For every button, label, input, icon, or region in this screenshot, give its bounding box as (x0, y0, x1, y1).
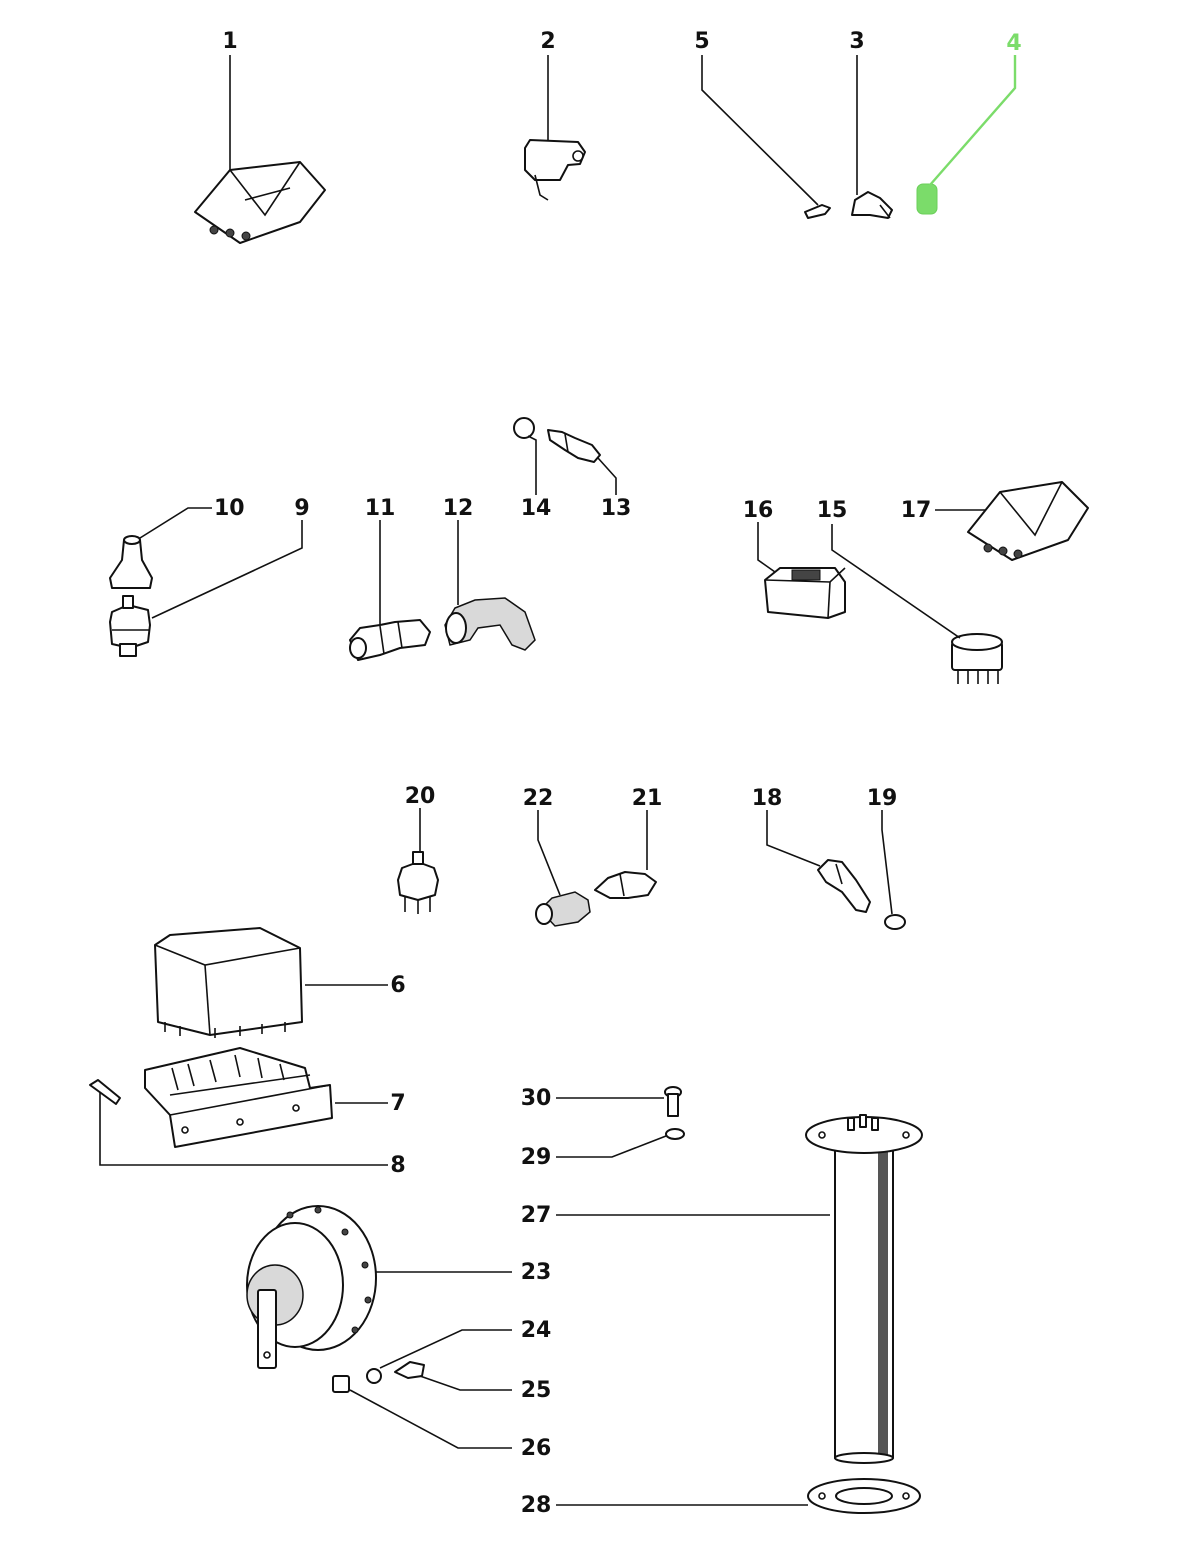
callout-3: 3 (849, 29, 864, 54)
callout-15: 15 (817, 498, 848, 523)
part-21-sender (594, 871, 657, 899)
leader-22 (537, 810, 561, 896)
part-17-relay (967, 481, 1089, 561)
callout-10: 10 (214, 496, 245, 521)
leader-10 (139, 507, 212, 539)
part-25-bolt (394, 1361, 425, 1379)
callout-21: 21 (632, 786, 663, 811)
callout-19: 19 (867, 786, 898, 811)
leader-5 (701, 55, 819, 206)
part-6-relay-cover (154, 927, 303, 1038)
part-13-sender (547, 429, 601, 463)
callout-2: 2 (540, 29, 555, 54)
leader-18 (766, 810, 821, 867)
part-9-pressure-switch (109, 595, 151, 657)
part-14-washer (513, 417, 535, 439)
part-26-nut (332, 1375, 350, 1393)
leader-26 (349, 1389, 512, 1449)
leader-29 (556, 1135, 667, 1158)
callout-1: 1 (222, 29, 237, 54)
leader-19 (881, 810, 893, 915)
part-18-switch (817, 859, 871, 913)
leader-9 (151, 520, 303, 619)
part-22-sender (535, 891, 591, 927)
callout-7: 7 (390, 1091, 405, 1116)
callout-25: 25 (521, 1378, 552, 1403)
leader-14 (527, 435, 537, 495)
callout-4: 4 (1006, 31, 1021, 56)
callout-30: 30 (521, 1086, 552, 1111)
callout-17: 17 (901, 498, 932, 523)
callout-12: 12 (443, 496, 474, 521)
callout-11: 11 (365, 496, 396, 521)
part-5-screw (804, 204, 831, 219)
part-29-washer (665, 1128, 685, 1140)
part-8-screw (89, 1079, 121, 1105)
callout-22: 22 (523, 786, 554, 811)
leader-13 (597, 457, 617, 495)
part-28-flange-ring (807, 1478, 921, 1514)
part-10-boot (109, 535, 153, 589)
leader-4 (929, 55, 1017, 186)
part-1-relay (194, 161, 326, 244)
leader-16 (757, 522, 776, 573)
part-12-elbow-hose (444, 597, 536, 651)
part-3-small-switch (851, 191, 893, 219)
callout-26: 26 (521, 1436, 552, 1461)
part-23-horn (246, 1205, 377, 1369)
leader-24 (379, 1329, 512, 1369)
callout-13: 13 (601, 496, 632, 521)
callout-5: 5 (694, 29, 709, 54)
callout-28: 28 (521, 1493, 552, 1518)
part-27-sender-tube (805, 1114, 923, 1464)
part-24-lock-washer (366, 1368, 382, 1384)
callout-9: 9 (294, 496, 309, 521)
part-15-round-relay (951, 633, 1003, 684)
part-30-screw (664, 1086, 682, 1117)
callout-18: 18 (752, 786, 783, 811)
callout-14: 14 (521, 496, 552, 521)
part-4-cap-highlighted (916, 183, 938, 215)
callout-24: 24 (521, 1318, 552, 1343)
leader-8 (99, 1092, 388, 1166)
callout-16: 16 (743, 498, 774, 523)
part-20-switch (397, 851, 439, 914)
part-19-washer (884, 914, 906, 930)
leader-25 (419, 1375, 512, 1391)
part-7-base-plate (144, 1047, 333, 1148)
part-11-fitting (349, 619, 431, 661)
callout-20: 20 (405, 784, 436, 809)
part-16-relay-cube (764, 567, 846, 619)
leader-15 (831, 524, 961, 639)
callout-27: 27 (521, 1203, 552, 1228)
part-2-switch (524, 139, 586, 201)
callout-23: 23 (521, 1260, 552, 1285)
callout-6: 6 (390, 973, 405, 998)
callout-29: 29 (521, 1145, 552, 1170)
callout-8: 8 (390, 1153, 405, 1178)
